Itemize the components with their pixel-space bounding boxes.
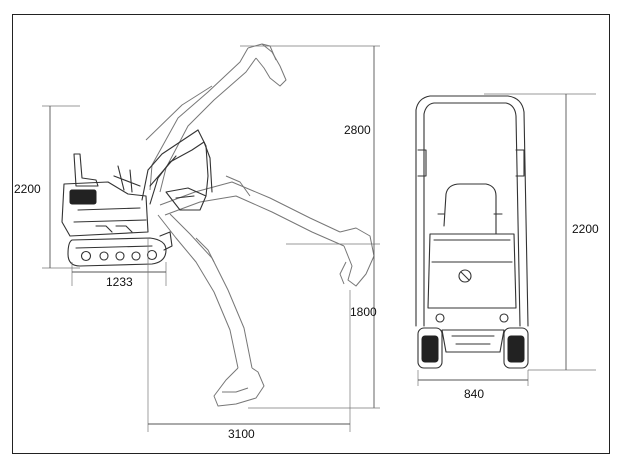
dim-track-length: 1233 <box>71 262 167 289</box>
max-height-label: 2800 <box>344 123 371 137</box>
front-view: 2200 840 <box>415 93 599 401</box>
track-length-label: 1233 <box>106 275 133 289</box>
side-height-label: 2200 <box>14 182 41 196</box>
arm-max-depth-ghost <box>157 213 265 407</box>
excavator-side <box>61 129 213 267</box>
dim-side-height: 2200 <box>14 105 80 269</box>
dim-max-reach: 3100 <box>147 238 351 441</box>
arm-max-height-ghost <box>145 43 287 193</box>
arm-max-reach-ghost <box>159 175 375 287</box>
max-reach-label: 3100 <box>228 427 255 441</box>
side-view: 2200 1233 2800 1800 3100 <box>14 43 380 441</box>
drawing-frame <box>12 14 610 454</box>
max-depth-label: 1800 <box>350 305 377 319</box>
excavator-front <box>415 95 529 369</box>
front-height-label: 2200 <box>572 222 599 236</box>
dim-front-width: 840 <box>417 370 529 401</box>
dim-max-depth: 1800 <box>248 244 380 409</box>
front-width-label: 840 <box>464 387 484 401</box>
dim-max-height: 2800 <box>240 45 380 245</box>
dim-front-height: 2200 <box>484 93 599 371</box>
track-rollers <box>80 249 158 262</box>
